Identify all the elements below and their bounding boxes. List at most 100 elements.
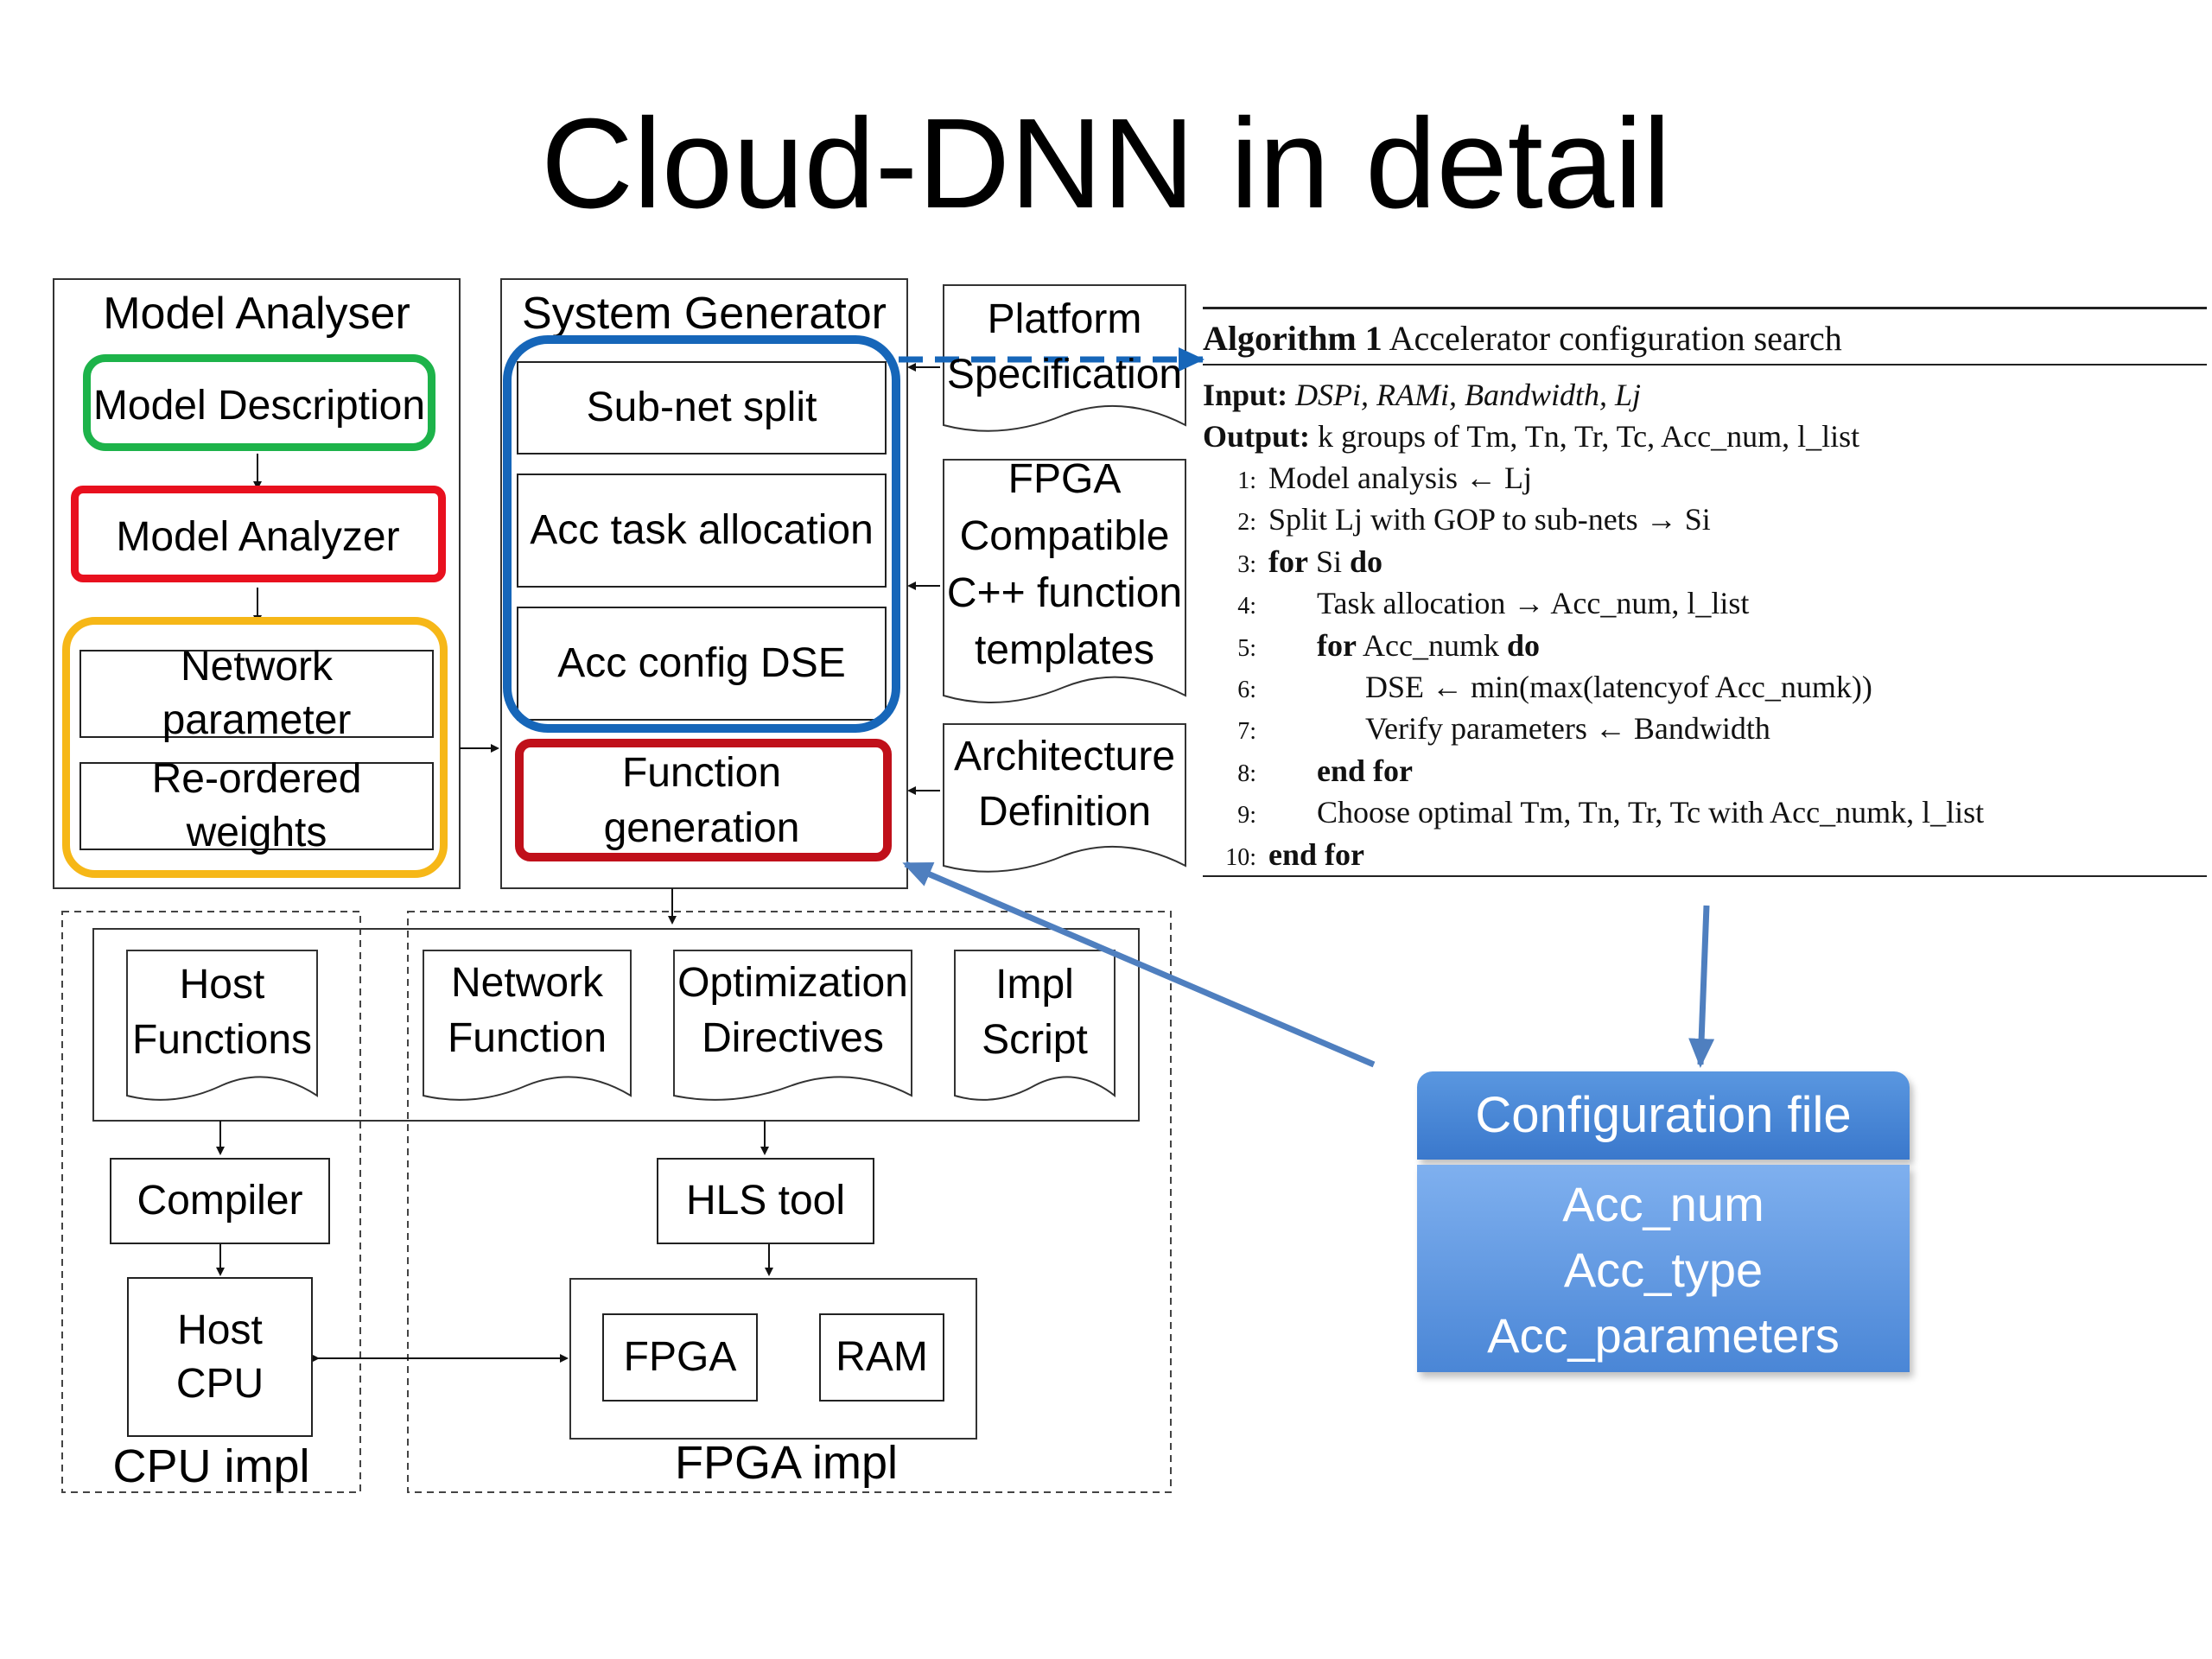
- host-functions-line2: Functions: [131, 1017, 313, 1063]
- cpu-impl-label: CPU impl: [112, 1440, 310, 1492]
- algorithm-line: 7: Verify parameters ← Bandwidth: [1203, 708, 1770, 753]
- output-value: k groups of Tm, Tn, Tr, Tc, Acc_num, l_l…: [1318, 419, 1860, 454]
- algorithm-output: Output: k groups of Tm, Tn, Tr, Tc, Acc_…: [1203, 416, 1859, 457]
- algorithm-line-text: end for: [1317, 753, 1413, 788]
- config-item-acc-parameters: Acc_parameters: [1487, 1308, 1840, 1363]
- algorithm-line-text: DSE ← min(max(latencyof Acc_numk)): [1365, 670, 1872, 704]
- optimization-label: Optimization Directives: [674, 956, 912, 1066]
- system-generator-title: System Generator: [522, 289, 887, 339]
- algorithm-line-number: 3:: [1237, 550, 1256, 578]
- config-file-body: Acc_num Acc_type Acc_parameters: [1417, 1165, 1910, 1372]
- arch-line1: Architecture: [953, 734, 1176, 779]
- algorithm-line-number: 10:: [1225, 843, 1256, 871]
- algorithm-line-text: Task allocation → Acc_num, l_list: [1317, 586, 1750, 621]
- algorithm-line: 9: Choose optimal Tm, Tn, Tr, Tc with Acc…: [1203, 791, 1984, 836]
- hls-tool-box: HLS tool: [657, 1158, 874, 1244]
- impl-script-label: Impl Script: [955, 957, 1115, 1068]
- optimization-doc: [673, 950, 912, 1101]
- algorithm-line-number: 5:: [1237, 634, 1256, 662]
- platform-line1: Platform: [987, 296, 1142, 342]
- arch-line2: Definition: [977, 789, 1152, 835]
- config-to-function-arrow: [902, 861, 1376, 1068]
- fpga-impl-label: FPGA impl: [674, 1437, 899, 1489]
- algorithm-line-number: 1:: [1237, 467, 1256, 494]
- network-function-label: Network Function: [423, 956, 631, 1066]
- algorithm-line: 8: end for: [1203, 750, 1413, 795]
- algorithm-input: Input: DSPi, RAMi, Bandwidth, Lj: [1203, 374, 1641, 416]
- green-highlight: [83, 354, 435, 451]
- optimization-line1: Optimization: [677, 960, 908, 1006]
- algorithm-line-number: 6:: [1237, 677, 1256, 703]
- algorithm-line: 3: for Si do: [1203, 541, 1382, 586]
- host-cpu-box: Host CPU: [127, 1277, 313, 1437]
- algorithm-line: 2:Split Lj with GOP to sub-nets → Si: [1203, 499, 1711, 543]
- algorithm-line-number: 9:: [1237, 802, 1256, 830]
- algorithm-line-text: for Si do: [1268, 543, 1383, 579]
- slide-title: Cloud-DNN in detail: [541, 92, 1671, 235]
- model-analyser-panel: [53, 278, 461, 889]
- reordered-weights-box: Re-ordered weights: [79, 756, 434, 855]
- algorithm-to-config-arrow: [1688, 905, 1715, 1068]
- algorithm-mid-rule: [1203, 364, 2207, 365]
- model-analyzer-box: Model Analyzer: [116, 514, 400, 560]
- platform-line2: Specification: [946, 352, 1183, 397]
- fpga-line1: FPGA: [1007, 456, 1122, 502]
- architecture-doc: [943, 723, 1186, 873]
- network-function-line2: Function: [447, 1015, 607, 1061]
- algorithm-line-text: Choose optimal Tm, Tn, Tr, Tc with Acc_n…: [1317, 795, 1985, 830]
- algorithm-line: 5: for Acc_numk do: [1203, 625, 1540, 670]
- algorithm-label: Algorithm 1: [1203, 319, 1382, 358]
- config-file-title: Configuration file: [1417, 1071, 1910, 1160]
- architecture-label: Architecture Definition: [944, 729, 1185, 840]
- algorithm-top-rule: [1203, 307, 2207, 309]
- network-function-line1: Network: [450, 960, 604, 1006]
- fpga-board-panel: [569, 1278, 977, 1440]
- impl-script-line1: Impl: [995, 962, 1074, 1007]
- host-functions-label: Host Functions: [127, 957, 317, 1068]
- config-item-acc-type: Acc_type: [1563, 1243, 1764, 1297]
- algorithm-line-text: Verify parameters ← Bandwidth: [1365, 711, 1770, 747]
- input-label: Input:: [1203, 378, 1288, 412]
- fpga-line4: templates: [974, 627, 1155, 673]
- ram-box: RAM: [819, 1313, 944, 1402]
- subnet-split-box: Sub-net split: [517, 361, 887, 454]
- network-parameter-box: Network parameter: [79, 644, 434, 743]
- red-highlight: [71, 486, 446, 582]
- compiler-box: Compiler: [110, 1158, 330, 1244]
- platform-spec-label: Platform Specification: [944, 292, 1185, 403]
- acc-task-allocation-box: Acc task allocation: [517, 474, 887, 588]
- algorithm-line: 1: Model analysis ← Lj: [1203, 457, 1532, 502]
- config-item-acc-num: Acc_num: [1562, 1177, 1764, 1231]
- acc-config-dse-box: Acc config DSE: [517, 607, 887, 721]
- fpga-box: FPGA: [602, 1313, 758, 1402]
- function-generation-box: Function generation: [518, 745, 885, 857]
- yellow-highlight: [62, 617, 448, 878]
- algorithm-line-text: Model analysis ← Lj: [1268, 461, 1532, 495]
- algorithm-line-number: 8:: [1237, 760, 1256, 787]
- optimization-line2: Directives: [702, 1015, 884, 1061]
- algorithm-line-text: for Acc_numk do: [1317, 627, 1540, 663]
- fpga-templates-doc: [943, 459, 1186, 703]
- algorithm-line-number: 2:: [1237, 509, 1256, 537]
- algorithm-line-number: 7:: [1237, 718, 1256, 746]
- host-functions-doc: [126, 950, 318, 1101]
- fpga-line2: Compatible: [959, 513, 1170, 559]
- fpga-line3: C++ function: [946, 570, 1183, 616]
- darkred-highlight: [515, 739, 892, 861]
- algorithm-line: 6: DSE ← min(max(latencyof Acc_numk)): [1203, 666, 1872, 711]
- impl-script-doc: [954, 950, 1116, 1101]
- impl-script-line2: Script: [982, 1017, 1088, 1063]
- model-analyser-title: Model Analyser: [103, 289, 410, 339]
- algorithm-heading: Algorithm 1 Accelerator configuration se…: [1203, 317, 1842, 360]
- algorithm-line-number: 4:: [1237, 593, 1256, 620]
- blue-highlight: [503, 335, 900, 733]
- fpga-templates-label: FPGA Compatible C++ function templates: [944, 451, 1185, 679]
- algorithm-line-text: end for: [1268, 836, 1364, 872]
- network-function-doc: [423, 950, 632, 1101]
- model-description-box: Model Description: [92, 383, 426, 429]
- function-generation-line2: generation: [603, 805, 800, 851]
- function-generation-line1: Function: [621, 750, 782, 796]
- host-functions-line1: Host: [179, 962, 265, 1007]
- algorithm-line: 4: Task allocation → Acc_num, l_list: [1203, 582, 1749, 627]
